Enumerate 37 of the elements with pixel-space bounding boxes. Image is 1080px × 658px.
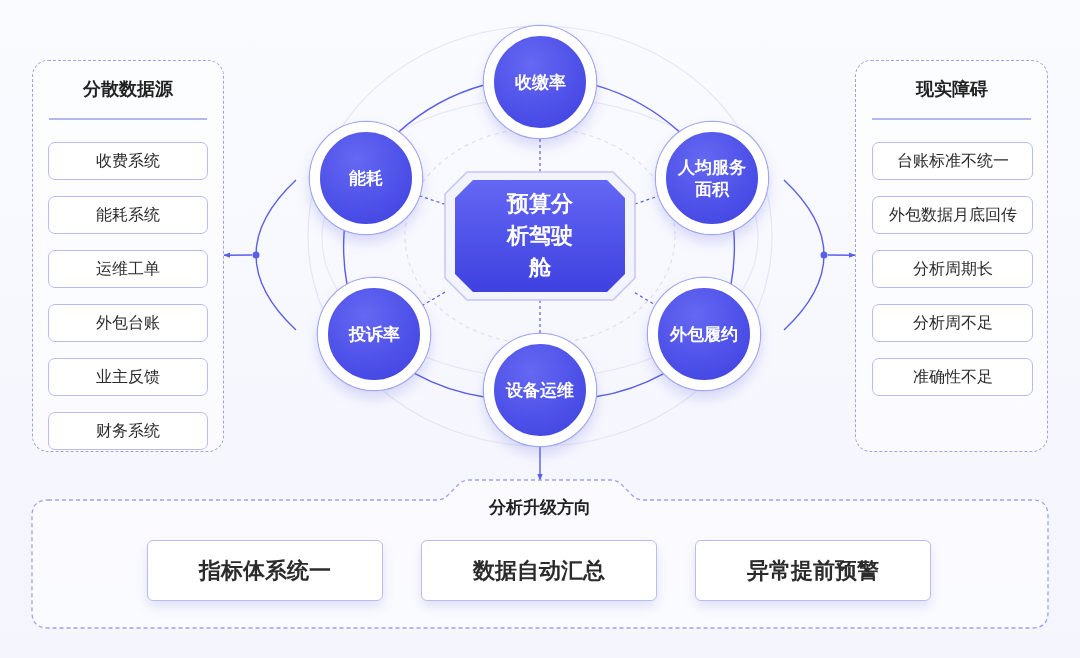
metric-circle: 能耗 [310,122,422,234]
list-item: 能耗系统 [48,196,208,234]
option-box: 异常提前预警 [695,540,931,601]
list-item: 分析周不足 [872,304,1033,342]
dashed-panel [855,60,1048,452]
arrow [827,252,856,258]
panel-title: 分散数据源 [82,77,174,101]
metric-circle: 设备运维 [484,334,596,446]
arrow [223,252,253,258]
tabbed-panel [32,480,1048,628]
list-item: 分析周期长 [872,250,1033,288]
dashed-connector [418,195,446,205]
list-item: 业主反馈 [48,358,208,396]
list-item: 准确性不足 [872,358,1033,396]
list-item: 台账标准不统一 [872,142,1033,180]
metric-circle: 人均服务面积 [656,122,768,234]
metric-circle: 外包履约 [648,278,760,390]
dashed-connector [539,137,541,173]
list-item: 外包台账 [48,304,208,342]
center-box: 预算分析驾驶舱 [445,172,635,300]
dashed-connector [539,299,541,335]
list-item: 运维工单 [48,250,208,288]
panel-title: 分析升级方向 [488,496,592,519]
arrow [537,445,543,481]
ring-connector [397,84,485,133]
list-item: 收费系统 [48,142,208,180]
option-box: 指标体系统一 [147,540,383,601]
list-item: 财务系统 [48,412,208,450]
list-item: 外包数据月底回传 [872,196,1033,234]
ring-connector [595,84,681,133]
option-box: 数据自动汇总 [421,540,657,601]
dashed-panel [32,60,224,452]
panel-title: 现实障碍 [914,77,989,101]
ring-connector [413,372,486,398]
metric-circle: 收缴率 [484,26,596,138]
metric-circle: 投诉率 [318,278,430,390]
ring-connector [342,228,348,286]
